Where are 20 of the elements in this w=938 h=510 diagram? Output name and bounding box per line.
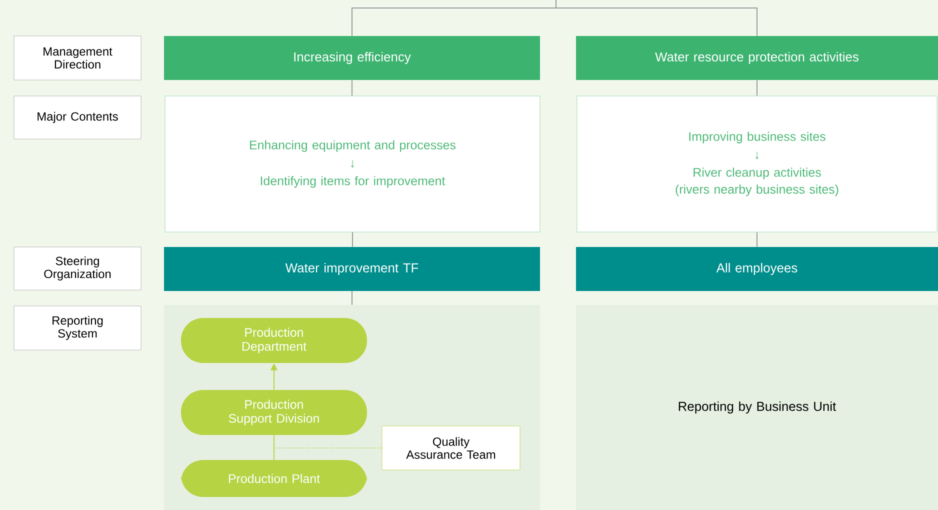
connector-line xyxy=(756,232,758,248)
unit-pill: Production Support Division xyxy=(181,390,367,435)
connector-line xyxy=(352,232,353,248)
row-label-box: Reporting System xyxy=(14,306,142,350)
row-label-box: Management Direction xyxy=(14,36,142,80)
row-label-box: Major Contents xyxy=(14,96,142,140)
content-box: Enhancing equipment and processes ↓ Identifying items for improvement xyxy=(164,96,540,232)
content-box: Improving business sites ↓ River cleanup activities (rivers nearby business sites) xyxy=(576,96,938,232)
unit-pill: Production Department xyxy=(181,318,367,363)
organization-box: All employees xyxy=(576,247,938,291)
team-box: Quality Assurance Team xyxy=(382,426,520,470)
row-label-box: Steering Organization xyxy=(14,246,142,290)
reporting-panel: Reporting by Business Unit xyxy=(576,305,938,510)
connector-line xyxy=(556,0,758,36)
organization-box: Water improvement TF xyxy=(164,247,540,291)
direction-box: Increasing efficiency xyxy=(164,36,540,80)
connector-line xyxy=(274,448,382,460)
unit-pill: Production Plant xyxy=(181,460,367,497)
direction-box: Water resource protection activities xyxy=(576,36,938,80)
connector-line xyxy=(756,80,758,96)
